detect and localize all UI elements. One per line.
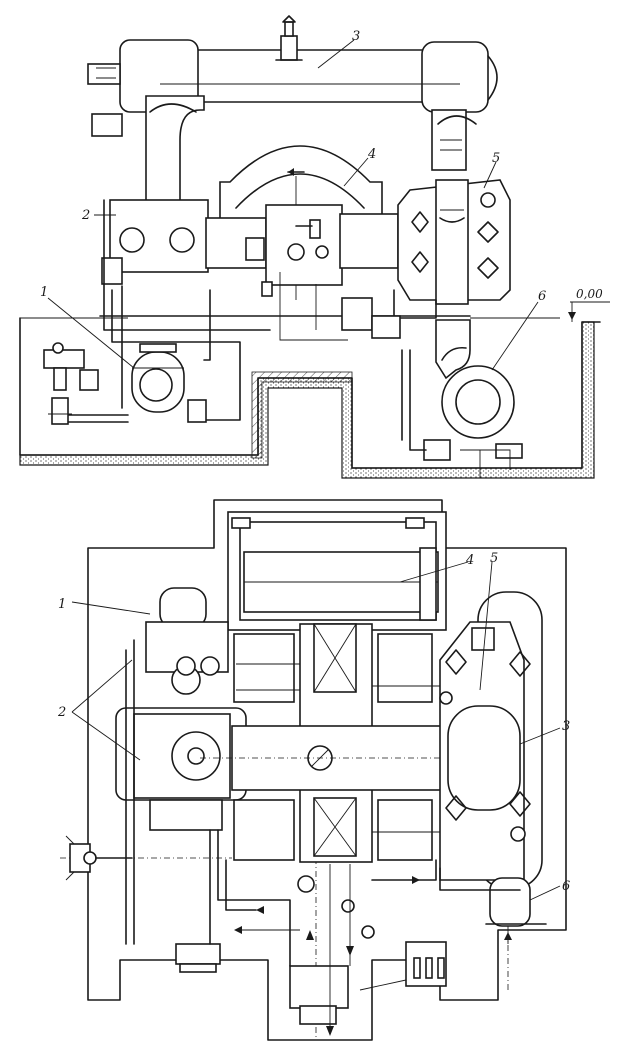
safety-valve: [275, 15, 303, 61]
level-label: 0,00: [576, 287, 603, 301]
cylinders-2-plan: [115, 656, 247, 831]
motor-4-plan: [227, 511, 447, 631]
cooler-5-plan: [439, 591, 543, 889]
callout-4-top: 4: [367, 147, 376, 162]
callout-1-bottom: 1: [58, 597, 66, 612]
throttle-valve-plan: [65, 835, 133, 881]
cooler-5: [397, 179, 511, 305]
shaft-receiver-3-plan: [200, 725, 540, 791]
callout-3-bottom: 3: [562, 719, 570, 734]
foundation: [19, 317, 601, 479]
callout-6-top: 6: [538, 289, 546, 304]
control-valves-top: [43, 342, 207, 425]
separator-6: [423, 319, 523, 461]
plan-view: 1 2 3 4 5 6: [57, 499, 570, 1041]
leader-lines-bottom: [71, 561, 561, 901]
level-mark: 0,00: [568, 287, 610, 322]
discharge-pipes: [145, 95, 477, 206]
callout-5-bottom: 5: [490, 551, 498, 566]
valve-bank-plan: [175, 875, 447, 1025]
callout-4-bottom: 4: [465, 553, 474, 568]
elevation-view: 0,00 1 2 3 4 5 6: [19, 15, 610, 479]
callout-2-top: 2: [81, 208, 90, 223]
flow-arrows-plan: [234, 876, 420, 1036]
callout-1-top: 1: [40, 285, 48, 300]
callout-3-top: 3: [352, 29, 360, 44]
callout-5-top: 5: [492, 151, 500, 166]
separator-6-plan: [485, 877, 547, 944]
crankcase: [245, 204, 399, 286]
callout-2-bottom: 2: [57, 705, 66, 720]
leader-lines-top: [47, 39, 539, 371]
separator-1: [131, 343, 185, 413]
cylinder-2: [101, 199, 267, 285]
piping-plan: [125, 639, 521, 1030]
air-receiver-3: [87, 39, 498, 137]
callout-6-bottom: 6: [562, 879, 570, 894]
piping-top: [59, 199, 511, 478]
